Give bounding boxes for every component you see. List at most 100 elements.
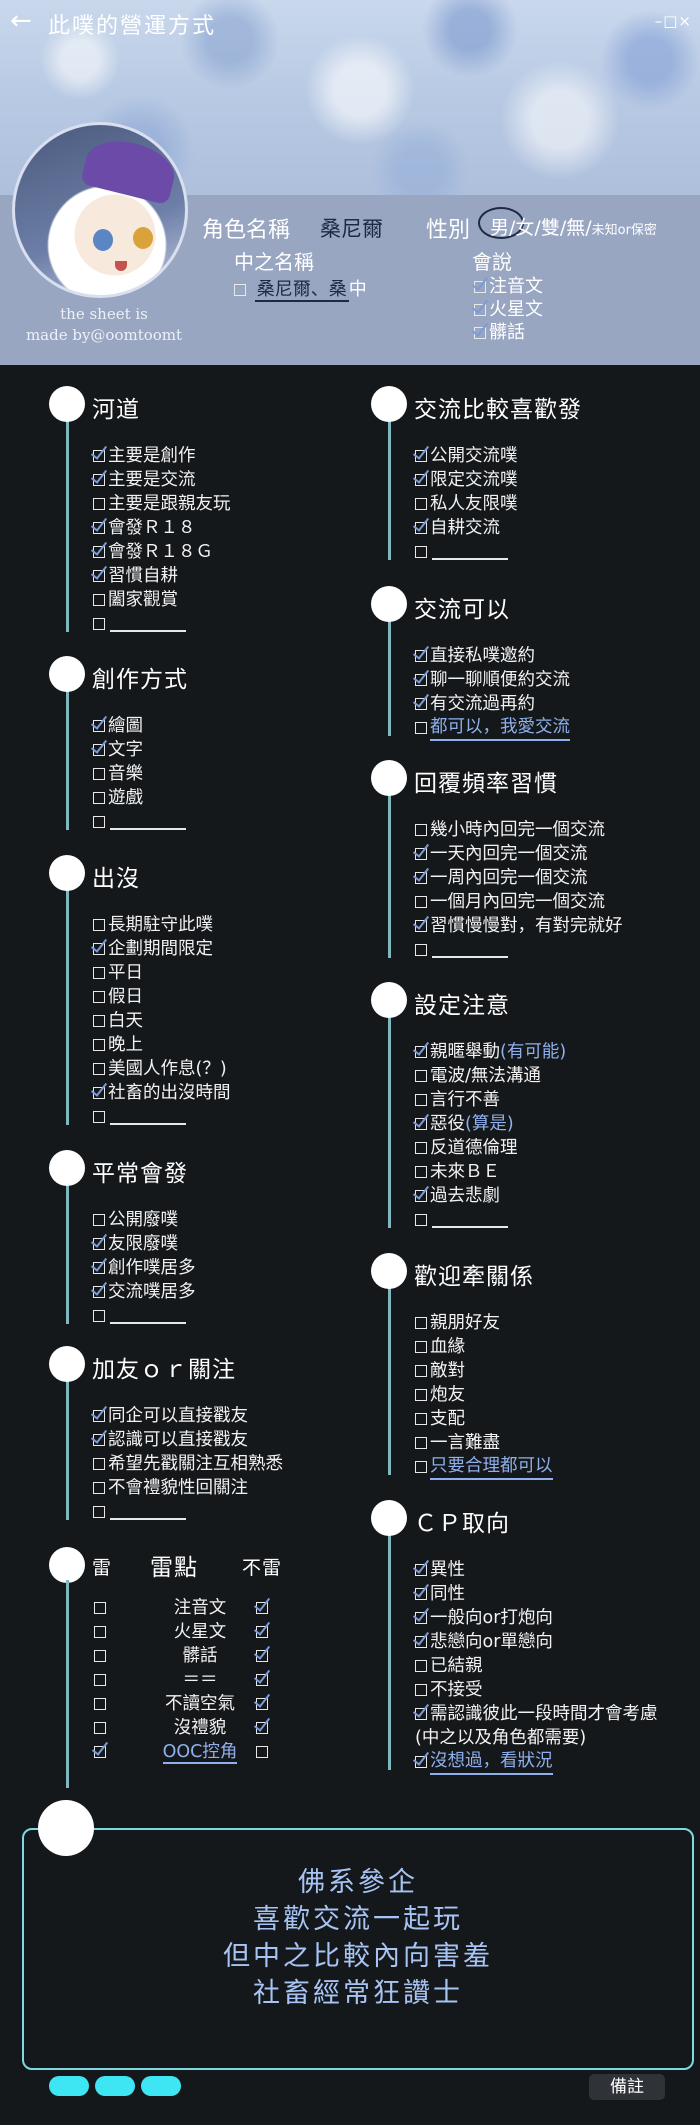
item-checkbox[interactable] [415,1118,427,1130]
item-checkbox[interactable] [415,1341,427,1353]
item-checkbox[interactable] [415,1389,427,1401]
thunder-checkbox[interactable] [94,1722,106,1734]
list-item[interactable]: 會發Ｒ１８Ｇ [93,540,231,564]
list-item[interactable]: 敵對 [415,1359,553,1383]
item-checkbox[interactable] [415,498,427,510]
item-checkbox[interactable] [415,1588,427,1600]
page-pill-3[interactable] [141,2076,181,2096]
list-item[interactable]: 血緣 [415,1335,553,1359]
item-checkbox[interactable] [415,1684,427,1696]
list-item[interactable]: 都可以，我愛交流 [415,716,570,741]
list-item[interactable]: 直接私噗邀約 [415,644,570,668]
not-thunder-checkbox[interactable] [256,1674,268,1686]
list-item[interactable]: 闔家觀賞 [93,588,231,612]
back-arrow-icon[interactable]: ← [10,6,32,36]
blank-line[interactable] [110,1504,186,1520]
list-item[interactable]: 不會禮貌性回關注 [93,1476,283,1500]
list-item[interactable] [415,938,623,962]
list-item[interactable]: 文字 [93,738,186,762]
item-checkbox[interactable] [415,872,427,884]
item-checkbox[interactable] [93,1506,105,1518]
list-item[interactable]: 需認識彼此一段時間才會考慮 [415,1702,658,1726]
list-item[interactable]: 親朋好友 [415,1311,553,1335]
item-checkbox[interactable] [93,1310,105,1322]
list-item[interactable]: 主要是交流 [93,468,231,492]
item-checkbox[interactable] [93,522,105,534]
item-checkbox[interactable] [93,570,105,582]
page-pill-2[interactable] [95,2076,135,2096]
thunder-checkbox[interactable] [94,1626,106,1638]
thunder-checkbox[interactable] [94,1746,106,1758]
list-item[interactable]: 企劃期間限定 [93,937,231,961]
item-checkbox[interactable] [93,1262,105,1274]
blank-line[interactable] [110,814,186,830]
list-item[interactable] [93,1304,196,1328]
thunder-checkbox[interactable] [94,1650,106,1662]
list-item[interactable]: 只要合理都可以 [415,1455,553,1480]
list-item[interactable]: 同企可以直接戳友 [93,1404,283,1428]
item-checkbox[interactable] [415,474,427,486]
item-checkbox[interactable] [93,919,105,931]
item-checkbox[interactable] [415,1461,427,1473]
item-checkbox[interactable] [415,546,427,558]
list-item[interactable]: 過去悲劇 [415,1184,566,1208]
list-item[interactable]: 聊一聊順便約交流 [415,668,570,692]
list-item[interactable]: 創作噗居多 [93,1256,196,1280]
list-item[interactable]: 平日 [93,961,231,985]
gender-other[interactable]: 未知or保密 [591,223,657,238]
list-item[interactable]: 一般向or打炮向 [415,1606,658,1630]
item-checkbox[interactable] [415,1214,427,1226]
item-checkbox[interactable] [93,744,105,756]
list-item[interactable]: 主要是跟親友玩 [93,492,231,516]
list-item[interactable]: 炮友 [415,1383,553,1407]
not-thunder-checkbox[interactable] [256,1602,268,1614]
list-item[interactable]: 遊戲 [93,786,186,810]
language-checkbox[interactable] [474,326,486,339]
item-checkbox[interactable] [93,1238,105,1250]
list-item[interactable]: 異性 [415,1558,658,1582]
item-checkbox[interactable] [93,1087,105,1099]
item-checkbox[interactable] [415,1636,427,1648]
nick-checkbox[interactable] [234,284,246,296]
language-checkbox[interactable] [474,280,486,293]
thunder-checkbox[interactable] [94,1674,106,1686]
blank-line[interactable] [432,544,508,560]
item-checkbox[interactable] [93,967,105,979]
item-checkbox[interactable] [93,1063,105,1075]
list-item[interactable] [415,1208,566,1232]
thunder-checkbox[interactable] [94,1698,106,1710]
list-item[interactable]: 希望先戳關注互相熟悉 [93,1452,283,1476]
item-checkbox[interactable] [415,1317,427,1329]
item-checkbox[interactable] [93,450,105,462]
item-checkbox[interactable] [415,698,427,710]
list-item[interactable]: 一天內回完一個交流 [415,842,623,866]
item-checkbox[interactable] [93,1458,105,1470]
item-checkbox[interactable] [415,1756,427,1768]
item-checkbox[interactable] [415,450,427,462]
item-checkbox[interactable] [93,720,105,732]
list-item[interactable]: 一個月內回完一個交流 [415,890,623,914]
item-checkbox[interactable] [415,1046,427,1058]
list-item[interactable]: 習慣自耕 [93,564,231,588]
item-checkbox[interactable] [415,848,427,860]
item-checkbox[interactable] [415,1612,427,1624]
list-item[interactable] [93,1500,283,1524]
item-checkbox[interactable] [415,1070,427,1082]
list-item[interactable]: 晚上 [93,1033,231,1057]
note-button[interactable]: 備註 [589,2074,665,2100]
list-item[interactable]: 公開交流噗 [415,444,518,468]
item-checkbox[interactable] [93,943,105,955]
item-checkbox[interactable] [415,1166,427,1178]
list-item[interactable]: 社畜的出沒時間 [93,1081,231,1105]
item-checkbox[interactable] [415,944,427,956]
not-thunder-checkbox[interactable] [256,1650,268,1662]
list-item[interactable]: 支配 [415,1407,553,1431]
item-checkbox[interactable] [415,1437,427,1449]
item-checkbox[interactable] [93,1111,105,1123]
list-item[interactable]: 繪圖 [93,714,186,738]
blank-line[interactable] [432,1212,508,1228]
item-checkbox[interactable] [93,816,105,828]
blank-line[interactable] [110,1109,186,1125]
item-checkbox[interactable] [93,792,105,804]
list-item[interactable]: 同性 [415,1582,658,1606]
